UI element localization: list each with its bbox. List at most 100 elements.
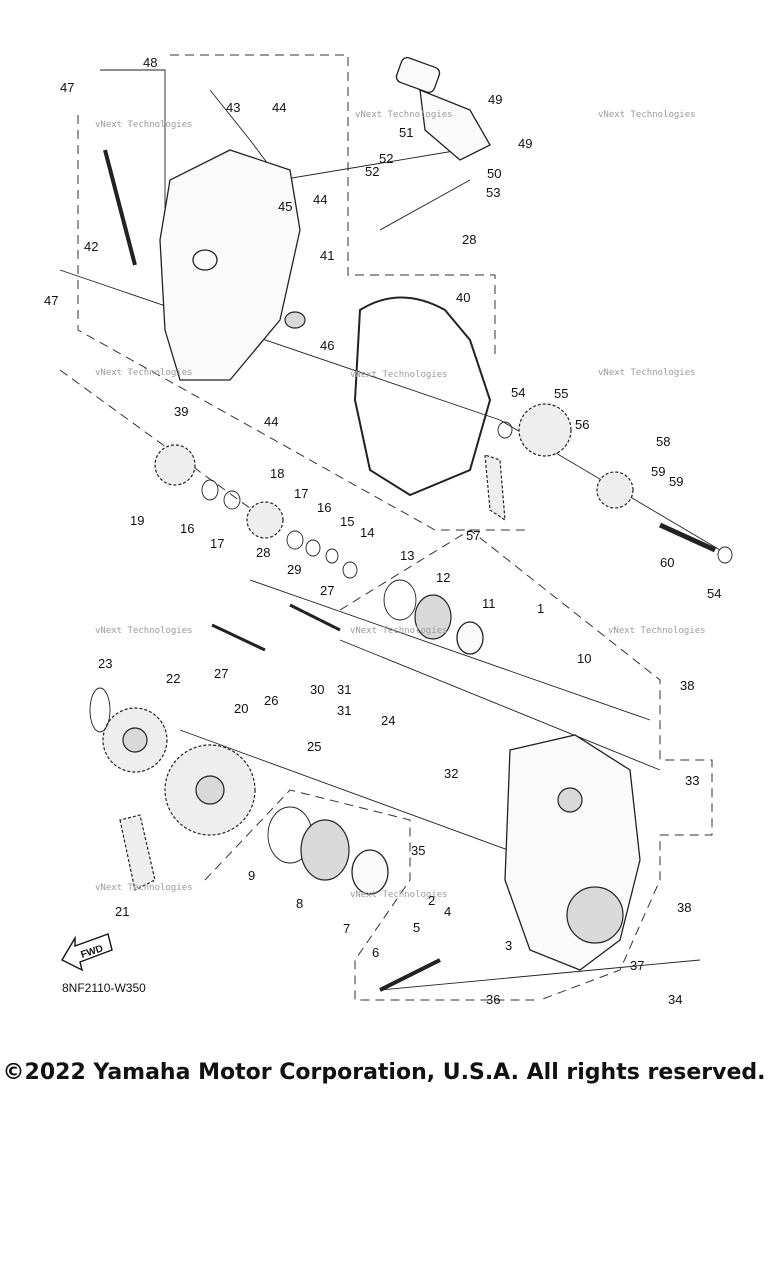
gear-22-hub: [122, 727, 148, 753]
callout-label: 12: [436, 570, 450, 585]
watermark: vNext Technologies: [355, 110, 453, 120]
callout-label: 16: [317, 500, 331, 515]
callout-label: 59: [669, 474, 683, 489]
callout-label: 28: [256, 545, 270, 560]
gear-20-hub: [195, 775, 225, 805]
washer-14: [342, 561, 358, 579]
callout-label: 57: [466, 528, 480, 543]
callout-label: 44: [313, 192, 327, 207]
callout-label: 35: [411, 843, 425, 858]
callout-label: 26: [264, 693, 278, 708]
bearing-group-boundary: [204, 789, 540, 1001]
shift-motor: [395, 56, 441, 94]
case-port: [557, 787, 583, 813]
callout-label: 9: [248, 868, 255, 883]
callout-label: 19: [130, 513, 144, 528]
washer-54: [497, 421, 513, 439]
callout-label: 39: [174, 404, 188, 419]
callout-label: 43: [226, 100, 240, 115]
callout-label: 2: [428, 893, 435, 908]
watermark: vNext Technologies: [95, 883, 193, 893]
watermark: vNext Technologies: [95, 626, 193, 636]
leader-line: [100, 69, 166, 230]
callout-label: 31: [337, 703, 351, 718]
callout-label: 47: [44, 293, 58, 308]
circlip-16b: [305, 539, 321, 557]
callout-label: 22: [166, 671, 180, 686]
callout-label: 50: [487, 166, 501, 181]
watermark: vNext Technologies: [350, 370, 448, 380]
callout-label: 33: [685, 773, 699, 788]
callout-label: 17: [210, 536, 224, 551]
callout-label: 21: [115, 904, 129, 919]
callout-label: 29: [287, 562, 301, 577]
gear-58: [596, 471, 634, 509]
callout-label: 14: [360, 525, 374, 540]
copyright-notice: ©2022 Yamaha Motor Corporation, U.S.A. A…: [2, 1060, 766, 1085]
callout-label: 47: [60, 80, 74, 95]
axis-line: [59, 269, 501, 421]
callout-label: 53: [486, 185, 500, 200]
callout-label: 54: [511, 385, 525, 400]
watermark: vNext Technologies: [95, 120, 193, 130]
fwd-arrow-icon: FWD: [61, 933, 113, 972]
sprocket-55: [518, 403, 572, 457]
axis-line: [339, 639, 661, 771]
shaft-60: [658, 522, 717, 553]
chain-57: [484, 454, 506, 522]
gear-19: [154, 444, 196, 486]
bearing-12: [414, 594, 452, 640]
watermark: vNext Technologies: [350, 890, 448, 900]
callout-label: 4: [444, 904, 451, 919]
bearing-8: [300, 819, 350, 881]
callout-label: 3: [505, 938, 512, 953]
callout-label: 59: [651, 464, 665, 479]
callout-label: 40: [456, 290, 470, 305]
callout-label: 15: [340, 514, 354, 529]
callout-label: 41: [320, 248, 334, 263]
cover-group-boundary: [77, 115, 530, 531]
shaft-27: [211, 623, 266, 652]
callout-label: 52: [379, 151, 393, 166]
cover-boss: [192, 249, 218, 271]
callout-label: 16: [180, 521, 194, 536]
callout-labels: 1 2 3 4 5 6 7 8 9 10 11 12 13 14 15 16 1…: [44, 55, 721, 1007]
callout-label: 58: [656, 434, 670, 449]
seal-11: [456, 621, 484, 655]
callout-label: 34: [668, 992, 682, 1007]
axis-line: [249, 579, 651, 721]
parts-diagram: vNext Technologies vNext Technologies vN…: [44, 54, 733, 1007]
callout-label: 36: [486, 992, 500, 1007]
circlip-23: [89, 687, 111, 733]
clutch-cover: [159, 149, 301, 381]
callout-label: 1: [537, 601, 544, 616]
callout-label: 5: [413, 920, 420, 935]
callout-label: 24: [381, 713, 395, 728]
callout-label: 8: [296, 896, 303, 911]
callout-label: 38: [677, 900, 691, 915]
callout-label: 48: [143, 55, 157, 70]
callout-label: 11: [482, 596, 496, 611]
callout-label: 27: [320, 583, 334, 598]
case-bearing-housing: [566, 886, 624, 944]
callout-label: 20: [234, 701, 248, 716]
cover-seal: [284, 311, 306, 329]
circlip-16: [201, 479, 219, 501]
washer-17b: [286, 530, 304, 550]
shaft-27b: [289, 603, 341, 632]
rod-42: [103, 149, 137, 266]
motor-group-boundary: [170, 54, 496, 360]
washer-54b: [717, 546, 733, 564]
callout-label: 60: [660, 555, 674, 570]
callout-label: 28: [462, 232, 476, 247]
motor-bracket: [419, 88, 491, 161]
case-group-boundary: [339, 529, 713, 1001]
watermark: vNext Technologies: [598, 368, 696, 378]
callout-label: 55: [554, 386, 568, 401]
gear-18: [246, 501, 284, 539]
callout-label: 27: [214, 666, 228, 681]
callout-label: 56: [575, 417, 589, 432]
callout-label: 54: [707, 586, 721, 601]
cover-gasket: [353, 296, 492, 497]
callout-label: 42: [84, 239, 98, 254]
